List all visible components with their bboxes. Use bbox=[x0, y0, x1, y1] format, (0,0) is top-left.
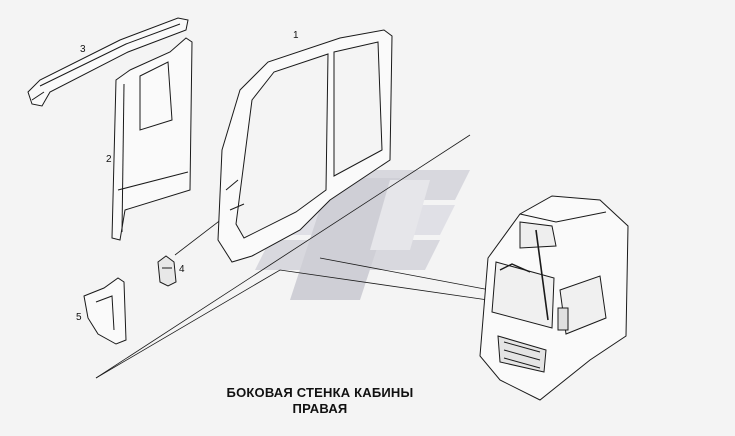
part-1-side-frame bbox=[217, 29, 393, 263]
caption-line-1: БОКОВАЯ СТЕНКА КАБИНЫ bbox=[226, 385, 414, 400]
part-label-3: 3 bbox=[80, 44, 86, 55]
part-5-trim-panel bbox=[83, 277, 127, 345]
part-label-2: 2 bbox=[106, 154, 112, 165]
caption-line-2: ПРАВАЯ bbox=[292, 401, 348, 416]
part-label-1: 1 bbox=[293, 30, 299, 41]
part-label-5: 5 bbox=[76, 312, 82, 323]
part-3-roof-rail bbox=[27, 17, 189, 107]
truck-cab-overview bbox=[479, 195, 629, 401]
part-label-4: 4 bbox=[179, 264, 185, 275]
part-labels: 3 2 1 4 5 bbox=[76, 30, 299, 323]
part-2-pillar-panel bbox=[111, 37, 193, 241]
part-4-bracket bbox=[157, 255, 177, 287]
